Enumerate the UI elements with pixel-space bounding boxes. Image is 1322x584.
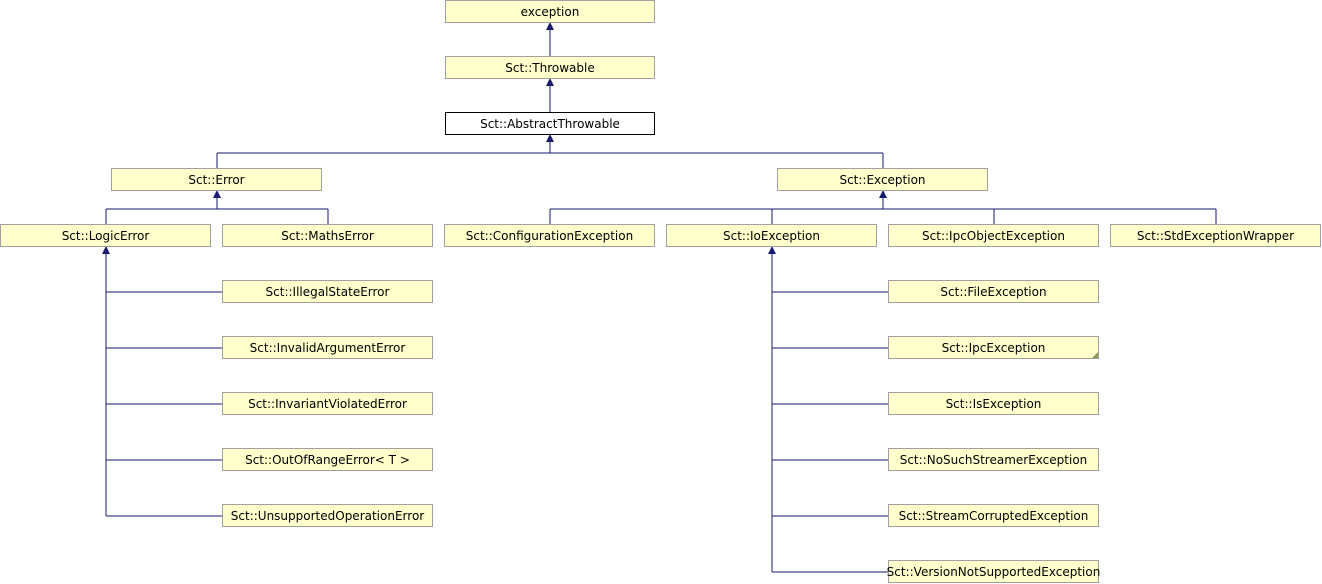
class-node-ipc-exception[interactable]: Sct::IpcException xyxy=(888,336,1099,359)
class-node-label: Sct::OutOfRangeError< T > xyxy=(245,452,410,467)
class-node-version-not-supported-exception[interactable]: Sct::VersionNotSupportedException xyxy=(886,560,1101,583)
class-node-exception[interactable]: exception xyxy=(445,0,655,23)
class-node-maths-error[interactable]: Sct::MathsError xyxy=(222,224,433,247)
class-node-label: Sct::Error xyxy=(188,172,245,187)
class-node-ipc-object-exception[interactable]: Sct::IpcObjectException xyxy=(888,224,1099,247)
class-node-invariant-violated-error[interactable]: Sct::InvariantViolatedError xyxy=(222,392,433,415)
class-node-label: Sct::IoException xyxy=(723,228,820,243)
truncated-marker-icon xyxy=(1092,352,1098,358)
class-node-out-of-range-error[interactable]: Sct::OutOfRangeError< T > xyxy=(222,448,433,471)
class-node-label: exception xyxy=(520,4,580,19)
class-node-label: Sct::MathsError xyxy=(281,228,374,243)
class-node-unsupported-operation-error[interactable]: Sct::UnsupportedOperationError xyxy=(222,504,433,527)
class-node-is-exception[interactable]: Sct::IsException xyxy=(888,392,1099,415)
class-node-label: Sct::InvalidArgumentError xyxy=(249,340,406,355)
class-node-sct-exception[interactable]: Sct::Exception xyxy=(777,168,988,191)
class-node-label: Sct::ConfigurationException xyxy=(465,228,634,243)
class-node-label: Sct::StreamCorruptedException xyxy=(898,508,1089,523)
class-node-io-exception[interactable]: Sct::IoException xyxy=(666,224,877,247)
class-node-label: Sct::IpcObjectException xyxy=(922,228,1065,243)
class-node-label: Sct::InvariantViolatedError xyxy=(248,396,407,411)
class-node-no-such-streamer-exception[interactable]: Sct::NoSuchStreamerException xyxy=(888,448,1099,471)
class-node-throwable[interactable]: Sct::Throwable xyxy=(445,56,655,79)
class-node-configuration-exception[interactable]: Sct::ConfigurationException xyxy=(444,224,655,247)
class-node-label: Sct::VersionNotSupportedException xyxy=(886,564,1101,579)
class-node-label: Sct::AbstractThrowable xyxy=(480,116,620,131)
class-node-illegal-state-error[interactable]: Sct::IllegalStateError xyxy=(222,280,433,303)
class-node-stream-corrupted-exception[interactable]: Sct::StreamCorruptedException xyxy=(888,504,1099,527)
class-node-label: Sct::Exception xyxy=(839,172,926,187)
class-node-label: Sct::FileException xyxy=(940,284,1047,299)
class-node-label: Sct::NoSuchStreamerException xyxy=(899,452,1088,467)
class-node-label: Sct::UnsupportedOperationError xyxy=(230,508,425,523)
class-node-std-exception-wrapper[interactable]: Sct::StdExceptionWrapper xyxy=(1110,224,1321,247)
class-node-error[interactable]: Sct::Error xyxy=(111,168,322,191)
class-node-label: Sct::StdExceptionWrapper xyxy=(1136,228,1295,243)
class-node-label: Sct::IpcException xyxy=(941,340,1046,355)
class-node-invalid-argument-error[interactable]: Sct::InvalidArgumentError xyxy=(222,336,433,359)
class-node-label: Sct::IsException xyxy=(945,396,1042,411)
class-node-file-exception[interactable]: Sct::FileException xyxy=(888,280,1099,303)
class-node-label: Sct::Throwable xyxy=(505,60,595,75)
class-node-logic-error[interactable]: Sct::LogicError xyxy=(0,224,211,247)
class-node-abstract-throwable: Sct::AbstractThrowable xyxy=(445,112,655,135)
class-node-label: Sct::LogicError xyxy=(61,228,150,243)
class-node-label: Sct::IllegalStateError xyxy=(265,284,390,299)
